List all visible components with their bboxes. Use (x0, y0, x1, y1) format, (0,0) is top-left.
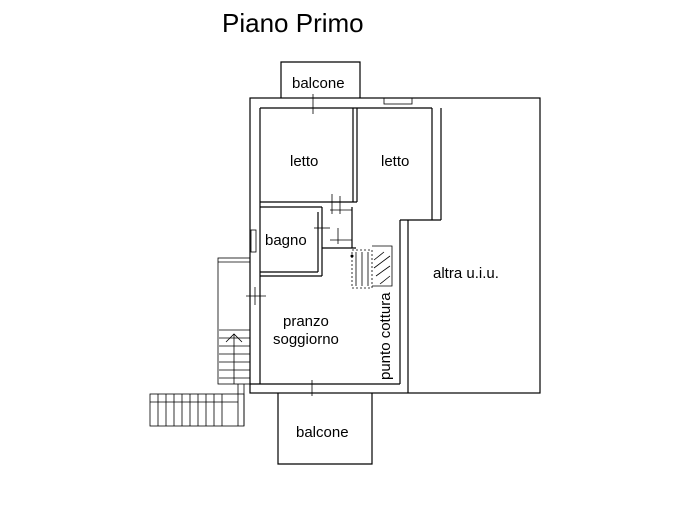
plan-title: Piano Primo (222, 8, 364, 38)
window-top (383, 97, 413, 105)
room-label-letto-left: letto (290, 153, 318, 170)
room-label-altra-uiu: altra u.i.u. (433, 265, 499, 282)
room-label-letto-right: letto (381, 153, 409, 170)
window-left (250, 229, 257, 253)
room-label-balcone-bottom: balcone (296, 424, 349, 441)
room-label-bagno: bagno (265, 232, 307, 249)
room-label-soggiorno: soggiorno (273, 331, 339, 348)
internal-stairs (350, 245, 393, 289)
room-label-pranzo: pranzo (283, 313, 329, 330)
room-label-balcone-top: balcone (292, 75, 345, 92)
room-label-punto-cottura: punto cottura (377, 292, 394, 380)
balcony-bottom-outline (277, 393, 373, 465)
external-stairs (149, 257, 251, 427)
balcony-top-outline (280, 61, 361, 98)
